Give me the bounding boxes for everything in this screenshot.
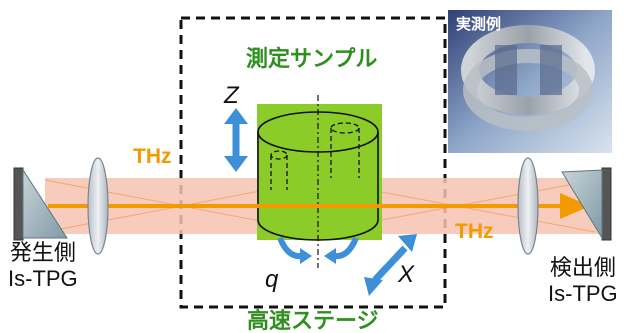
stage-region-box [179, 16, 447, 309]
example-label: 実測例 [456, 16, 502, 33]
stage-title: 高速ステージ [247, 308, 379, 333]
generator-label: 発生側 Is-TPG [8, 240, 78, 292]
thz-emitter-icon [13, 167, 68, 241]
thz-label-right: THz [455, 220, 494, 243]
detector-line1: 検出側 [549, 255, 616, 280]
sample-title: 測定サンプル [246, 46, 378, 71]
axis-q-label: q [265, 266, 279, 293]
thz-detector-icon [561, 167, 612, 241]
generator-line2: Is-TPG [8, 266, 78, 291]
double-arrow-icon [364, 234, 417, 296]
lens-icon [87, 157, 539, 255]
detector-line2: Is-TPG [548, 281, 618, 306]
thz-arrow [48, 193, 590, 219]
detector-label: 検出側 Is-TPG [548, 255, 618, 307]
rotation-arrow-icon [277, 236, 359, 264]
generator-line1: 発生側 [9, 240, 76, 265]
axis-z-label: Z [224, 82, 239, 109]
axis-x-label: X [398, 261, 415, 288]
ct-image-icon [448, 10, 612, 153]
sample-holder [257, 104, 382, 240]
thz-label-left: THz [133, 145, 172, 168]
double-arrow-icon [224, 108, 248, 172]
